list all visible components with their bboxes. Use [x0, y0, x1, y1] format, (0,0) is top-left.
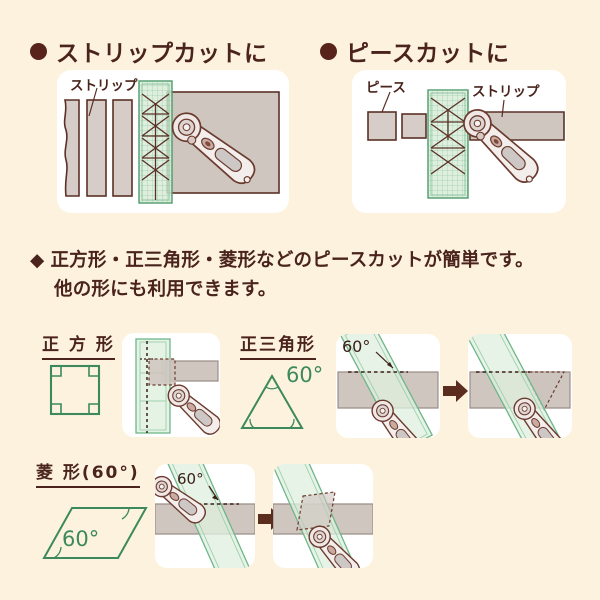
label-triangle: 正三角形 — [240, 330, 316, 360]
label-rhombus: 菱 形(60°) — [36, 458, 140, 488]
card-strip-cut: ストリップ — [57, 70, 289, 213]
triangle-step1-angle-text: 60° — [342, 337, 370, 356]
panel-rhombus-step-1: 60° — [155, 464, 255, 568]
panel-triangle-step-1: 60° — [336, 334, 440, 438]
description-line-2: 他の形にも利用できます。 — [54, 278, 277, 300]
illustration-square-cut — [135, 338, 220, 435]
heading-piece-cut-label: ピースカットに — [346, 41, 510, 67]
bullet-icon — [30, 42, 47, 60]
illustration-triangle-step-2 — [468, 334, 571, 438]
heading-strip-cut: ストリップカットに — [30, 34, 268, 68]
label-square: 正 方 形 — [42, 330, 115, 360]
panel-square-cut — [122, 333, 220, 437]
description-block: ◆正方形・正三角形・菱形などのピースカットが簡単です。 他の形にも利用できます。 — [30, 247, 575, 304]
description-line-1: 正方形・正三角形・菱形などのピースカットが簡単です。 — [50, 250, 534, 271]
illustration-strip-cut — [63, 80, 280, 204]
bullet-icon — [320, 42, 337, 60]
right-arrow-icon — [443, 380, 468, 402]
label-square-text: 正 方 形 — [42, 330, 115, 360]
diagram-triangle: 60° — [240, 363, 323, 429]
diagram-rhombus: 60° — [42, 507, 148, 559]
label-strip-right: ストリップ — [472, 84, 540, 100]
label-rhombus-text: 菱 形(60°) — [36, 458, 140, 488]
rhombus-angle-text: 60° — [62, 527, 99, 551]
illustration-triangle-step-1: 60° — [337, 334, 439, 438]
label-piece: ピース — [366, 80, 406, 96]
illustration-rhombus-step-2 — [273, 464, 373, 568]
card-piece-cut: ピース ストリップ — [352, 70, 566, 213]
diamond-marker-icon: ◆ — [30, 250, 45, 271]
heading-piece-cut: ピースカットに — [320, 34, 509, 68]
panel-rhombus-step-2 — [273, 464, 373, 568]
illustration-rhombus-step-1: 60° — [155, 464, 255, 568]
panel-triangle-step-2 — [468, 334, 572, 438]
label-strip-left: ストリップ — [70, 78, 138, 94]
rhombus-step1-angle-text: 60° — [177, 470, 204, 488]
label-triangle-text: 正三角形 — [240, 330, 316, 360]
diagram-square — [49, 364, 101, 416]
illustration-piece-cut — [367, 89, 565, 199]
heading-strip-cut-label: ストリップカットに — [56, 41, 268, 67]
triangle-angle-text: 60° — [286, 363, 323, 387]
